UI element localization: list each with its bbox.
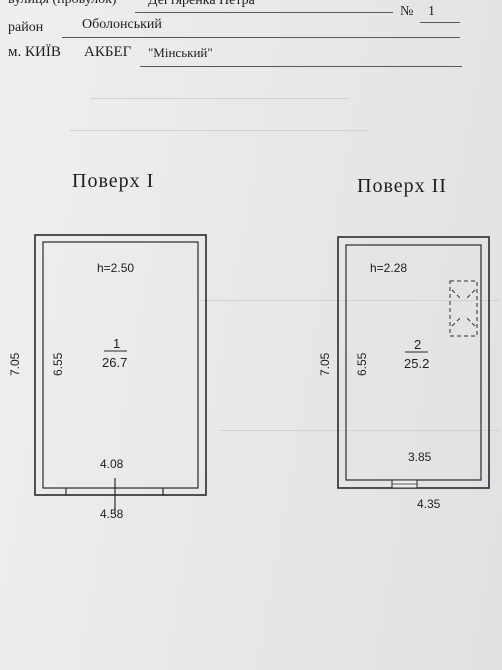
floor-1-outer-width: 4.58: [100, 507, 124, 521]
floor-1-title: Поверх I: [72, 170, 155, 192]
org-label: АКБЕГ: [84, 44, 132, 60]
district-underline: [62, 37, 460, 38]
floor-2-height: h=2.28: [370, 261, 407, 275]
floor-1-inner-width: 4.08: [100, 457, 124, 471]
floor-2-inner-width: 3.85: [408, 450, 432, 464]
floor-2-room-area: 25.2: [404, 356, 429, 371]
number-underline: [420, 22, 460, 23]
faint-line: [220, 430, 500, 431]
street-value: Дегтяренка Петра: [148, 0, 255, 8]
number-value: 1: [428, 4, 435, 19]
faint-line: [200, 300, 500, 301]
floor-2-room-number: 2: [414, 337, 421, 352]
faint-line: [90, 98, 350, 99]
org-value: "Мінський": [148, 45, 213, 60]
floor-1-inner-wall: [42, 241, 199, 489]
floor-1-outer-height: 7.05: [8, 352, 22, 376]
stair-hatch-icon: [449, 280, 478, 337]
floor-1-plan: h=2.50 1 26.7 7.05 6.55 4.08 4.58: [8, 234, 207, 521]
floor-2-title: Поверх II: [357, 175, 447, 197]
street-label: вулиця (провулок): [8, 0, 117, 8]
street-underline: [135, 12, 393, 13]
district-label: район: [8, 20, 44, 35]
org-underline: [140, 66, 462, 67]
floor-2-outer-height: 7.05: [318, 352, 332, 376]
floor-1-height: h=2.50: [97, 261, 134, 275]
district-value: Оболонський: [82, 17, 162, 32]
city-label: м. КИЇВ: [8, 44, 61, 60]
floor-1-outer-wall: [34, 234, 207, 496]
floor-1-room-number: 1: [113, 336, 120, 351]
floor-1-room-area: 26.7: [102, 355, 127, 370]
floor-2-plan: h=2.28 2 25.2 7.05 6.55 3.85 4.35: [318, 236, 490, 511]
number-label: №: [400, 4, 414, 19]
faint-line: [70, 130, 370, 131]
floor-2-outer-width: 4.35: [417, 497, 441, 511]
floor-1-inner-height: 6.55: [51, 352, 65, 376]
floor-2-inner-height: 6.55: [355, 352, 369, 376]
